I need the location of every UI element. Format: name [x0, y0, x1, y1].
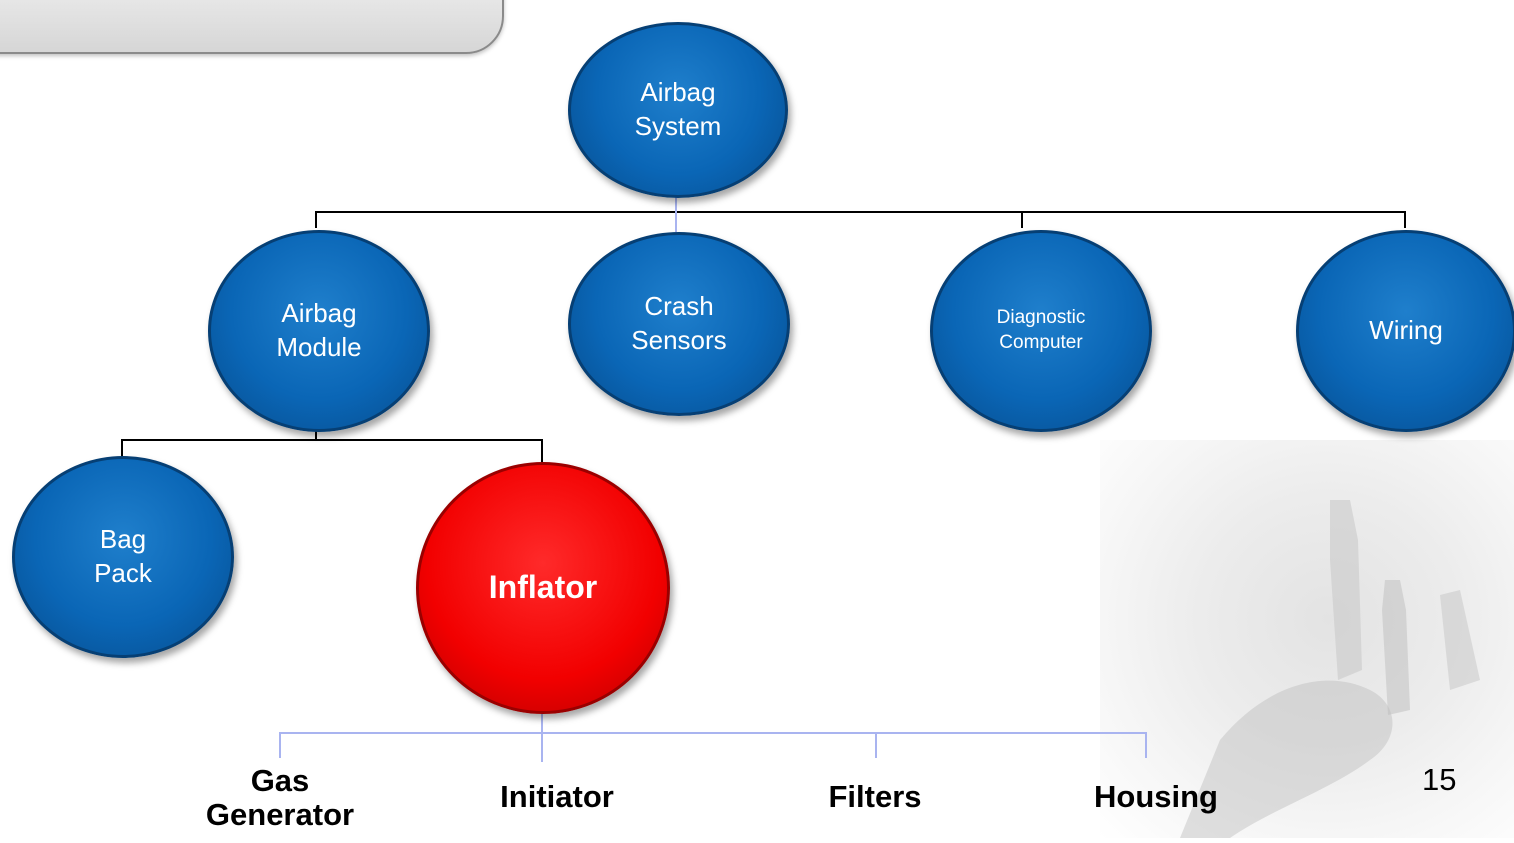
page-number: 15	[1422, 762, 1457, 797]
node-diagnostic-computer-line2: Computer	[999, 332, 1083, 353]
top-level-connectors	[315, 211, 1406, 228]
background-photo	[1100, 440, 1514, 838]
node-diagnostic-computer-line1: Diagnostic	[996, 307, 1086, 329]
node-airbag-system-line2: System	[634, 111, 722, 141]
node-wiring-label: Wiring	[1369, 315, 1443, 346]
node-diagnostic-computer: Diagnostic Computer	[930, 230, 1152, 432]
leaf-housing: Housing	[1056, 779, 1256, 814]
node-airbag-system: Airbag System	[568, 22, 788, 198]
node-crash-sensors: Crash Sensors	[568, 232, 790, 416]
leaf-gas-generator-line1: Gas	[250, 763, 310, 798]
leaf-filters: Filters	[775, 779, 975, 814]
node-bag-pack: Bag Pack	[12, 456, 234, 658]
leaf-housing-label: Housing	[1094, 779, 1218, 814]
node-airbag-module-line1: Airbag	[281, 298, 357, 329]
leaf-initiator-label: Initiator	[500, 779, 614, 814]
node-inflator-label: Inflator	[488, 569, 598, 606]
node-airbag-module: Airbag Module	[208, 230, 430, 432]
node-wiring: Wiring	[1296, 230, 1514, 432]
node-bag-pack-line2: Pack	[94, 558, 152, 588]
title-tab-shape	[0, 0, 504, 54]
node-crash-sensors-line1: Crash	[644, 291, 714, 322]
inflator-connectors	[279, 708, 1147, 762]
leaf-filters-label: Filters	[828, 779, 922, 814]
node-bag-pack-line1: Bag	[99, 524, 147, 555]
node-inflator: Inflator	[416, 462, 670, 714]
leaf-gas-generator: Gas Generator	[180, 763, 380, 833]
node-airbag-system-line1: Airbag	[640, 77, 716, 108]
leaf-gas-generator-line2: Generator	[205, 797, 355, 833]
leaf-initiator: Initiator	[457, 779, 657, 814]
node-crash-sensors-line2: Sensors	[631, 325, 727, 355]
hand-holding-cartridges-image	[1180, 500, 1480, 838]
node-airbag-module-line2: Module	[276, 332, 362, 362]
